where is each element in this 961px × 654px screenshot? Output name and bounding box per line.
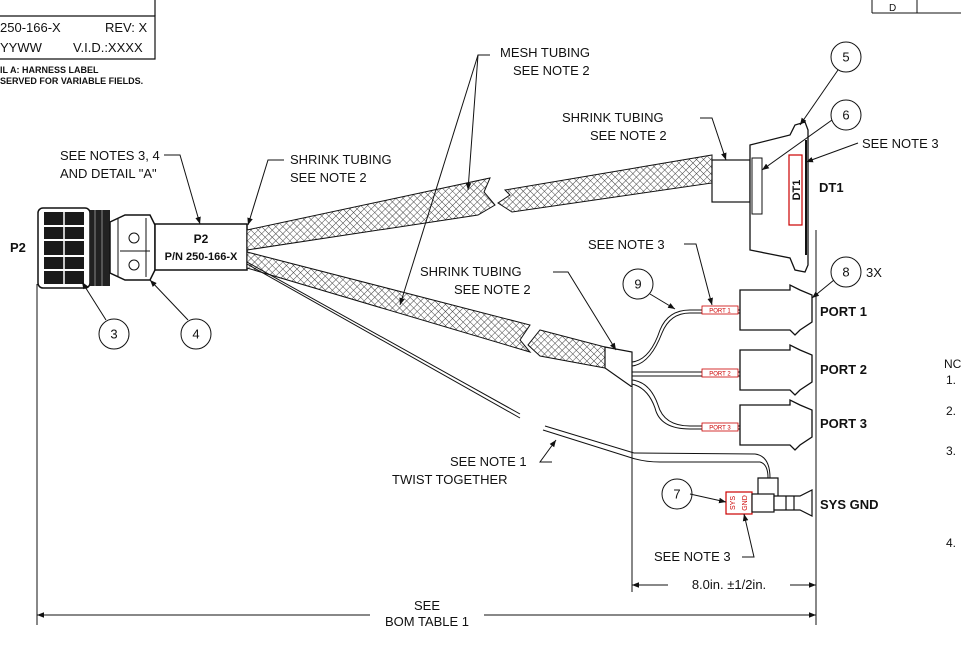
balloon-7: 7: [673, 486, 680, 501]
shrink-mid-note: SEE NOTE 2: [454, 282, 531, 297]
callout-leaders: [164, 54, 859, 558]
twist-note: SEE NOTE 1: [450, 454, 527, 469]
label-part-number: 250-166-X: [0, 20, 61, 35]
shrink-mid-label: SHRINK TUBING: [420, 264, 522, 279]
balloon-5: 5: [842, 49, 849, 64]
sys-gnd-label: SYS GND: [820, 497, 879, 512]
mesh-bundle-upper: [246, 154, 751, 251]
shrink-p2-note: SEE NOTE 2: [290, 170, 367, 185]
detail-a-label: AND DETAIL "A": [60, 166, 157, 181]
overall-dim-2: BOM TABLE 1: [385, 614, 469, 629]
overall-dim-1: SEE: [414, 598, 440, 613]
see-note-3-port: SEE NOTE 3: [588, 237, 665, 252]
detail-caption-1: IL A: HARNESS LABEL: [0, 65, 99, 75]
port1-label: PORT 1: [820, 304, 867, 319]
balloon-leaders: [81, 69, 839, 504]
title-block-cell: D: [889, 3, 896, 14]
shrink-top-label: SHRINK TUBING: [562, 110, 664, 125]
notes-heading: NC: [944, 357, 961, 371]
notes-34-label: SEE NOTES 3, 4: [60, 148, 160, 163]
note-item-3: 3.: [946, 444, 956, 458]
see-note-3-dt1: SEE NOTE 3: [862, 136, 939, 151]
port2-tag: PORT 2: [709, 372, 731, 378]
balloons: [98, 41, 862, 510]
port3-tag: PORT 3: [709, 426, 731, 432]
port-connectors: [739, 283, 813, 451]
balloon-4: 4: [192, 326, 199, 341]
notes-column: NC 1. 2. 3. 4.: [944, 357, 961, 550]
note-item-2: 2.: [946, 404, 956, 418]
p2-label-pn: P/N 250-166-X: [165, 251, 238, 263]
mesh-tubing-note: SEE NOTE 2: [513, 63, 590, 78]
twist-label: TWIST TOGETHER: [392, 472, 508, 487]
port-tags: [701, 305, 739, 432]
balloon-8: 8: [842, 264, 849, 279]
note-item-4: 4.: [946, 536, 956, 550]
balloon-9: 9: [634, 276, 641, 291]
port1-tag: PORT 1: [709, 309, 731, 315]
port2-label: PORT 2: [820, 362, 867, 377]
p2-connector: [37, 207, 248, 289]
gnd-tag: GND: [742, 495, 749, 511]
mesh-tubing-label: MESH TUBING: [500, 45, 590, 60]
shrink-p2-label: SHRINK TUBING: [290, 152, 392, 167]
harness-label-detail: 250-166-X REV: X YYWW V.I.D.:XXXX IL A: …: [0, 0, 156, 86]
sys-gnd-terminal: [725, 477, 813, 517]
p2-label-title: P2: [194, 232, 209, 246]
dt1-tag: DT1: [791, 180, 803, 201]
note-item-1: 1.: [946, 373, 956, 387]
dimension-lines: [36, 230, 817, 625]
shrink-top-note: SEE NOTE 2: [590, 128, 667, 143]
label-date-code: YYWW: [0, 40, 43, 55]
port3-label: PORT 3: [820, 416, 867, 431]
label-rev: REV: X: [105, 20, 147, 35]
dt1-connector: [749, 121, 809, 273]
balloon-3: 3: [110, 326, 117, 341]
mesh-bundle-lower: [246, 251, 633, 389]
balloon-6: 6: [842, 107, 849, 122]
tail-length-dim: 8.0in. ±1/2in.: [692, 577, 766, 592]
p2-left-label: P2: [10, 240, 26, 255]
dt1-label: DT1: [819, 180, 844, 195]
qty-3x: 3X: [866, 265, 882, 280]
ground-wires: [246, 261, 771, 479]
see-note-3-gnd: SEE NOTE 3: [654, 549, 731, 564]
title-block: D: [871, 0, 961, 14]
detail-caption-2: SERVED FOR VARIABLE FIELDS.: [0, 76, 143, 86]
label-vid: V.I.D.:XXXX: [73, 40, 143, 55]
sys-tag: SYS: [730, 496, 737, 510]
